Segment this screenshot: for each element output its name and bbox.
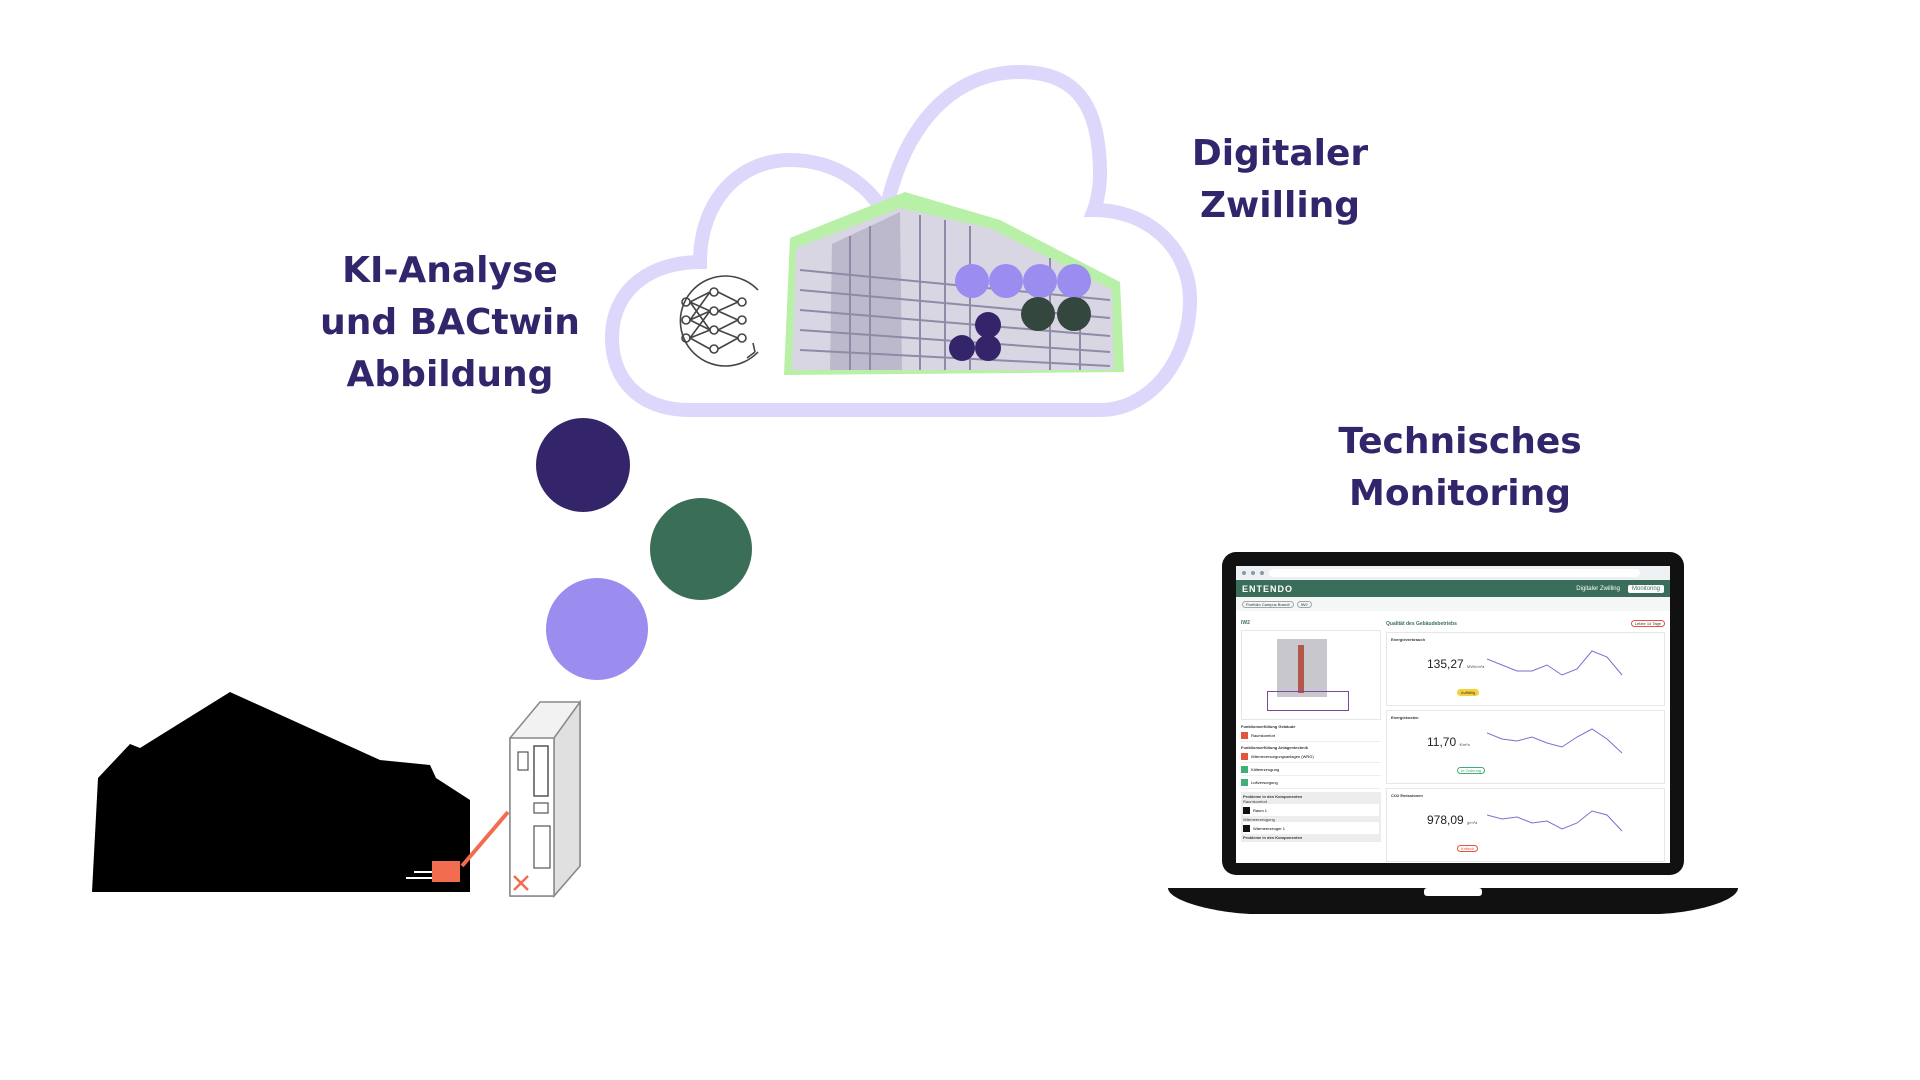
kpi-value: 11,70 €/m²a [1427, 735, 1470, 749]
back-icon[interactable] [1242, 571, 1246, 575]
section-title: Funktionserfüllung Anlagentechnik [1241, 745, 1308, 750]
breadcrumb-building[interactable]: IW2 [1296, 600, 1312, 608]
label-line: Technisches [1338, 421, 1582, 462]
dot-green [650, 498, 752, 600]
sensor-device [406, 861, 460, 882]
left-panel: IW2 Funktionserfüllung Gebäude Raumkomfo… [1241, 616, 1381, 863]
problems-panel: Probleme in den Komponenten Raumkomfort … [1241, 792, 1381, 842]
kpi-card: Energiekosten 11,70 €/m²a In Ordnung [1386, 710, 1665, 784]
list-item-label: Wärmeversorgungsanlagen (WRG) [1251, 753, 1314, 759]
label-line: Abbildung [346, 354, 554, 395]
label-ki-analysis: KI-Analyse und BACtwin Abbildung [280, 245, 620, 401]
problems-group: Wärmeerzeugung [1243, 817, 1275, 822]
address-bar[interactable] [1269, 569, 1640, 577]
label-line: Monitoring [1349, 473, 1571, 514]
kpi-value: 978,09 g/m²a [1427, 813, 1477, 827]
gateway-device [509, 699, 581, 899]
list-item[interactable]: Raumkomfort [1241, 729, 1381, 742]
building-silhouette [92, 692, 470, 892]
list-item-label: Raum 1 [1253, 807, 1268, 813]
building-id: IW2 [1241, 620, 1250, 626]
label-technical-monitoring: Technisches Monitoring [1290, 416, 1630, 520]
kpi-title: Energieverbrauch [1391, 637, 1426, 642]
breadcrumb-portfolio[interactable]: Portfolio Campus Brandt [1242, 600, 1294, 608]
laptop-screen: ENTENDO Digitaler Zwilling Monitoring Po… [1236, 566, 1670, 863]
list-item-label: Raumkomfort [1251, 732, 1276, 738]
problems-title-2: Probleme in den Komponenten [1243, 835, 1303, 840]
section-title: Funktionserfüllung Gebäude [1241, 724, 1296, 729]
neural-network-icon [679, 275, 759, 367]
label-line: und BACtwin [320, 302, 580, 343]
sparkline [1487, 810, 1623, 832]
kpi-card: Energieverbrauch 135,27 MWh/m²a Auffälli… [1386, 632, 1665, 706]
breadcrumb: Portfolio Campus Brandt IW2 [1236, 597, 1670, 611]
forward-icon[interactable] [1251, 571, 1255, 575]
kpi-badge: Auffällig [1457, 689, 1480, 696]
sparkline [1487, 650, 1623, 676]
right-panel: Qualität des Gebäudebetriebs Letzte 14 T… [1386, 616, 1665, 863]
kpi-title: CO2 Emissionen [1391, 793, 1423, 798]
period-button[interactable]: Letzte 14 Tage [1630, 620, 1665, 627]
list-item-label: Kälteerzeugung [1251, 766, 1280, 772]
kpi-value-text: 978,09 [1427, 813, 1464, 827]
dot-dark-purple [536, 418, 630, 512]
app-header: ENTENDO Digitaler Zwilling Monitoring [1236, 580, 1670, 597]
kpi-badge: Kritisch [1457, 845, 1479, 852]
kpi-card: CO2 Emissionen 978,09 g/m²a Kritisch [1386, 788, 1665, 862]
building-data-dots [949, 264, 1091, 361]
kpi-value: 135,27 MWh/m²a [1427, 657, 1484, 671]
kpi-value-text: 135,27 [1427, 657, 1464, 671]
list-item[interactable]: Kälteerzeugung [1241, 763, 1381, 776]
list-item[interactable]: Wärmeerzeuger 1 [1243, 822, 1379, 835]
list-item[interactable]: Luftversorgung [1241, 776, 1381, 789]
label-line: Zwilling [1199, 185, 1361, 226]
sparkline [1487, 728, 1623, 754]
label-line: KI-Analyse [342, 250, 558, 291]
label-digital-twin: Digitaler Zwilling [1160, 128, 1400, 232]
list-item[interactable]: Wärmeversorgungsanlagen (WRG) [1241, 750, 1381, 763]
problems-group: Raumkomfort [1243, 799, 1268, 804]
reload-icon[interactable] [1260, 571, 1264, 575]
nav-monitoring[interactable]: Monitoring [1627, 584, 1664, 593]
kpi-value-text: 11,70 [1427, 735, 1457, 749]
quality-title: Qualität des Gebäudebetriebs [1386, 620, 1457, 627]
brand-logo: ENTENDO [1242, 583, 1294, 594]
kpi-unit: g/m²a [1467, 820, 1478, 825]
building-illustration [1241, 630, 1381, 720]
sensor-connector-line [460, 810, 510, 868]
kpi-unit: MWh/m²a [1467, 664, 1485, 669]
kpi-unit: €/m²a [1459, 742, 1470, 747]
nav-digital-twin[interactable]: Digitaler Zwilling [1576, 585, 1620, 592]
label-line: Digitaler [1191, 133, 1369, 174]
kpi-badge: In Ordnung [1457, 767, 1486, 774]
list-item-label: Luftversorgung [1251, 779, 1278, 785]
problems-title: Probleme in den Komponenten [1243, 794, 1303, 799]
browser-bar [1236, 566, 1670, 580]
kpi-title: Energiekosten [1391, 715, 1419, 720]
list-item[interactable]: Raum 1 [1243, 804, 1379, 817]
dot-light-purple [546, 578, 648, 680]
list-item-label: Wärmeerzeuger 1 [1253, 825, 1286, 831]
